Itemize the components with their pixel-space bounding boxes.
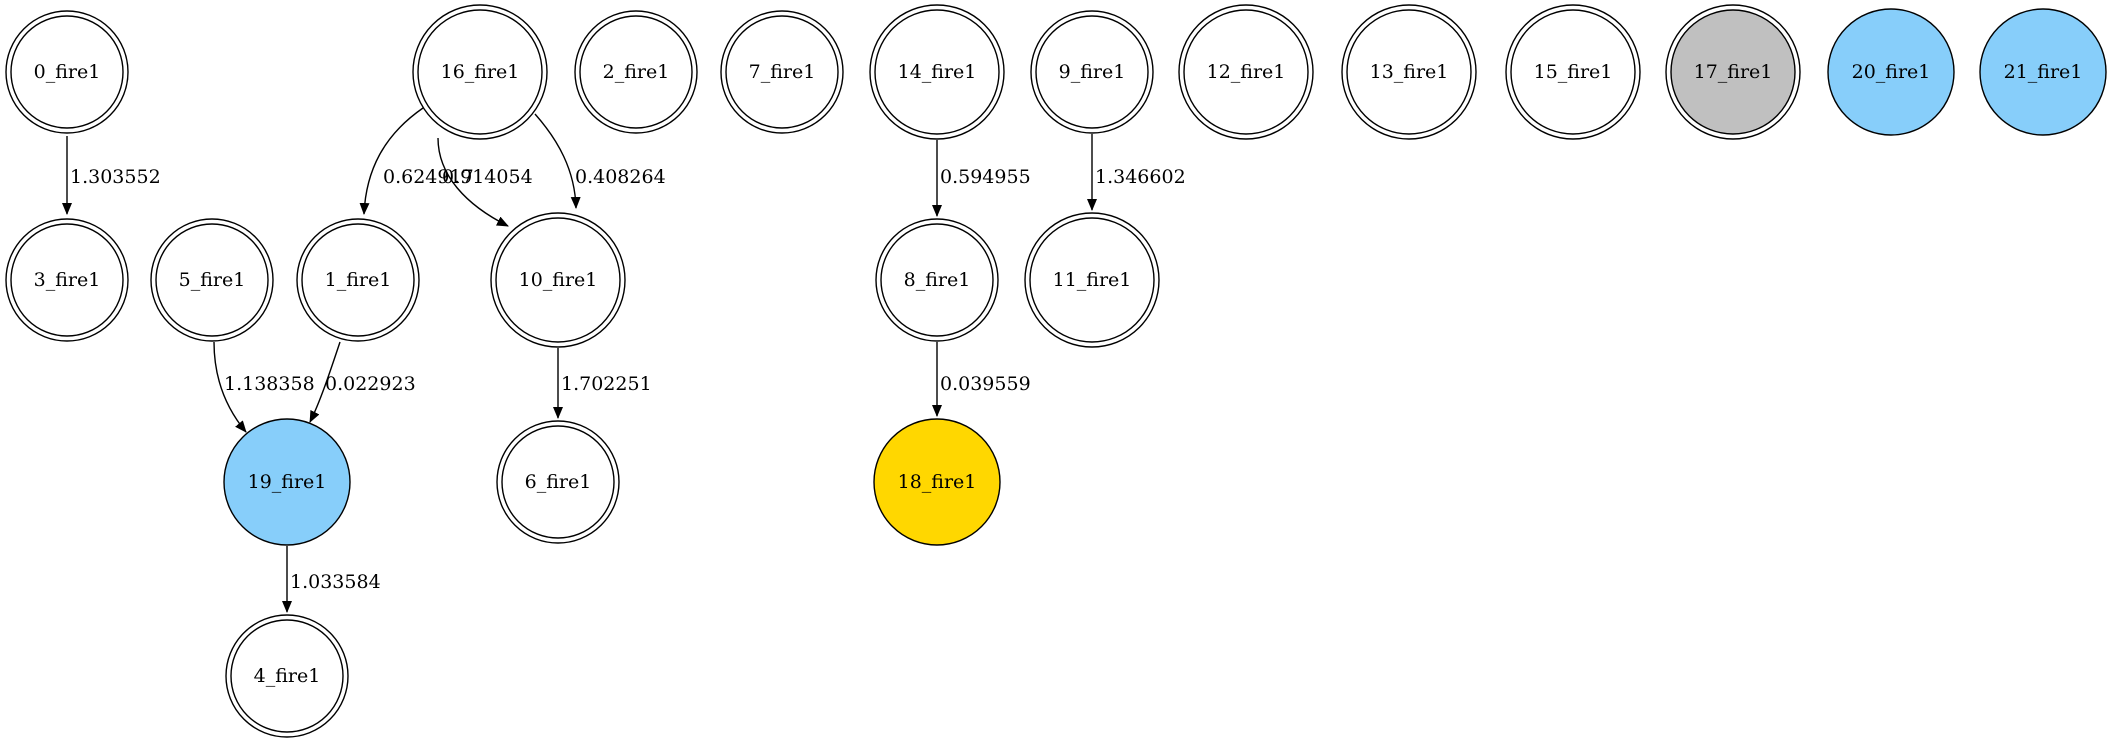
edge-arrow [437,137,509,227]
node-4_fire1[interactable]: 4_fire1 [225,614,349,738]
edge-arrow [309,341,341,423]
node-label: 13_fire1 [1370,61,1449,83]
edge-weight-label: 0.022923 [325,373,416,395]
node-inner-circle [880,223,994,337]
edge-weight-label: 1.303552 [70,166,161,188]
node-19_fire1[interactable]: 19_fire1 [223,418,351,546]
node-11_fire1[interactable]: 11_fire1 [1024,212,1160,348]
node-inner-circle [1183,9,1309,135]
edge-weight-label: 1.702251 [561,373,652,395]
node-inner-circle [874,9,1000,135]
node-9_fire1[interactable]: 9_fire1 [1030,10,1154,134]
node-inner-circle [1346,9,1472,135]
edge-10_fire1-to-6_fire1: 1.702251 [553,348,652,419]
node-label: 7_fire1 [749,61,816,83]
edge-weight-label: 0.624917 [383,166,474,188]
node-label: 12_fire1 [1207,61,1286,83]
edge-0_fire1-to-3_fire1: 1.303552 [62,136,161,215]
node-inner-circle [725,15,839,129]
edge-14_fire1-to-8_fire1: 0.594955 [932,140,1031,217]
node-inner-circle [495,217,621,343]
edge-weight-label: 0.914054 [442,166,533,188]
node-label: 6_fire1 [525,471,592,493]
node-label: 8_fire1 [904,269,971,291]
edge-weight-label: 1.346602 [1095,166,1186,188]
node-inner-circle [1510,9,1636,135]
node-21_fire1[interactable]: 21_fire1 [1979,8,2107,136]
node-circle [873,418,1001,546]
edge-9_fire1-to-11_fire1: 1.346602 [1087,134,1186,211]
node-inner-circle [417,9,543,135]
node-label: 4_fire1 [254,665,321,687]
edge-weight-label: 0.594955 [940,166,1031,188]
node-15_fire1[interactable]: 15_fire1 [1505,4,1641,140]
node-label: 9_fire1 [1059,61,1126,83]
edge-weight-label: 0.039559 [940,373,1031,395]
node-1_fire1[interactable]: 1_fire1 [296,218,420,342]
node-label: 20_fire1 [1852,61,1931,83]
edge-16_fire1-to-10_fire1: 0.408264 [534,113,666,209]
edge-weight-label: 1.033584 [290,571,381,593]
node-label: 19_fire1 [248,471,327,493]
node-label: 5_fire1 [179,269,246,291]
node-label: 21_fire1 [2004,61,2083,83]
node-6_fire1[interactable]: 6_fire1 [496,420,620,544]
node-label: 15_fire1 [1534,61,1613,83]
edge-19_fire1-to-4_fire1: 1.033584 [282,546,381,613]
edge-8_fire1-to-18_fire1: 0.039559 [932,342,1031,417]
node-inner-circle [155,223,269,337]
node-inner-circle [10,15,124,129]
edge-arrow [359,107,424,215]
node-20_fire1[interactable]: 20_fire1 [1827,8,1955,136]
node-circle [1979,8,2107,136]
node-5_fire1[interactable]: 5_fire1 [150,218,274,342]
node-inner-circle [1670,9,1796,135]
node-inner-circle [501,425,615,539]
node-3_fire1[interactable]: 3_fire1 [5,218,129,342]
node-inner-circle [230,619,344,733]
edge-16_fire1-to-10_fire1: 0.914054 [437,137,533,227]
edge-arrow [213,341,247,433]
node-2_fire1[interactable]: 2_fire1 [574,10,698,134]
edge-weight-label: 0.408264 [575,166,666,188]
node-label: 3_fire1 [34,269,101,291]
node-inner-circle [1029,217,1155,343]
edge-1_fire1-to-19_fire1: 0.022923 [309,341,416,423]
node-18_fire1[interactable]: 18_fire1 [873,418,1001,546]
node-label: 14_fire1 [898,61,977,83]
node-inner-circle [579,15,693,129]
node-label: 11_fire1 [1053,269,1132,291]
node-label: 18_fire1 [898,471,977,493]
edge-16_fire1-to-1_fire1: 0.624917 [359,107,474,215]
node-17_fire1[interactable]: 17_fire1 [1665,4,1801,140]
node-label: 16_fire1 [441,61,520,83]
node-circle [223,418,351,546]
node-7_fire1[interactable]: 7_fire1 [720,10,844,134]
node-16_fire1[interactable]: 16_fire1 [412,4,548,140]
node-12_fire1[interactable]: 12_fire1 [1178,4,1314,140]
edge-weight-label: 1.138358 [224,373,315,395]
node-0_fire1[interactable]: 0_fire1 [5,10,129,134]
node-14_fire1[interactable]: 14_fire1 [869,4,1005,140]
node-10_fire1[interactable]: 10_fire1 [490,212,626,348]
node-circle [1827,8,1955,136]
node-inner-circle [301,223,415,337]
node-label: 2_fire1 [603,61,670,83]
node-label: 17_fire1 [1694,61,1773,83]
node-label: 0_fire1 [34,61,101,83]
node-inner-circle [1035,15,1149,129]
node-label: 10_fire1 [519,269,598,291]
node-label: 1_fire1 [325,269,392,291]
node-inner-circle [10,223,124,337]
node-13_fire1[interactable]: 13_fire1 [1341,4,1477,140]
edge-arrow [534,113,581,209]
node-8_fire1[interactable]: 8_fire1 [875,218,999,342]
edge-5_fire1-to-19_fire1: 1.138358 [213,341,315,433]
